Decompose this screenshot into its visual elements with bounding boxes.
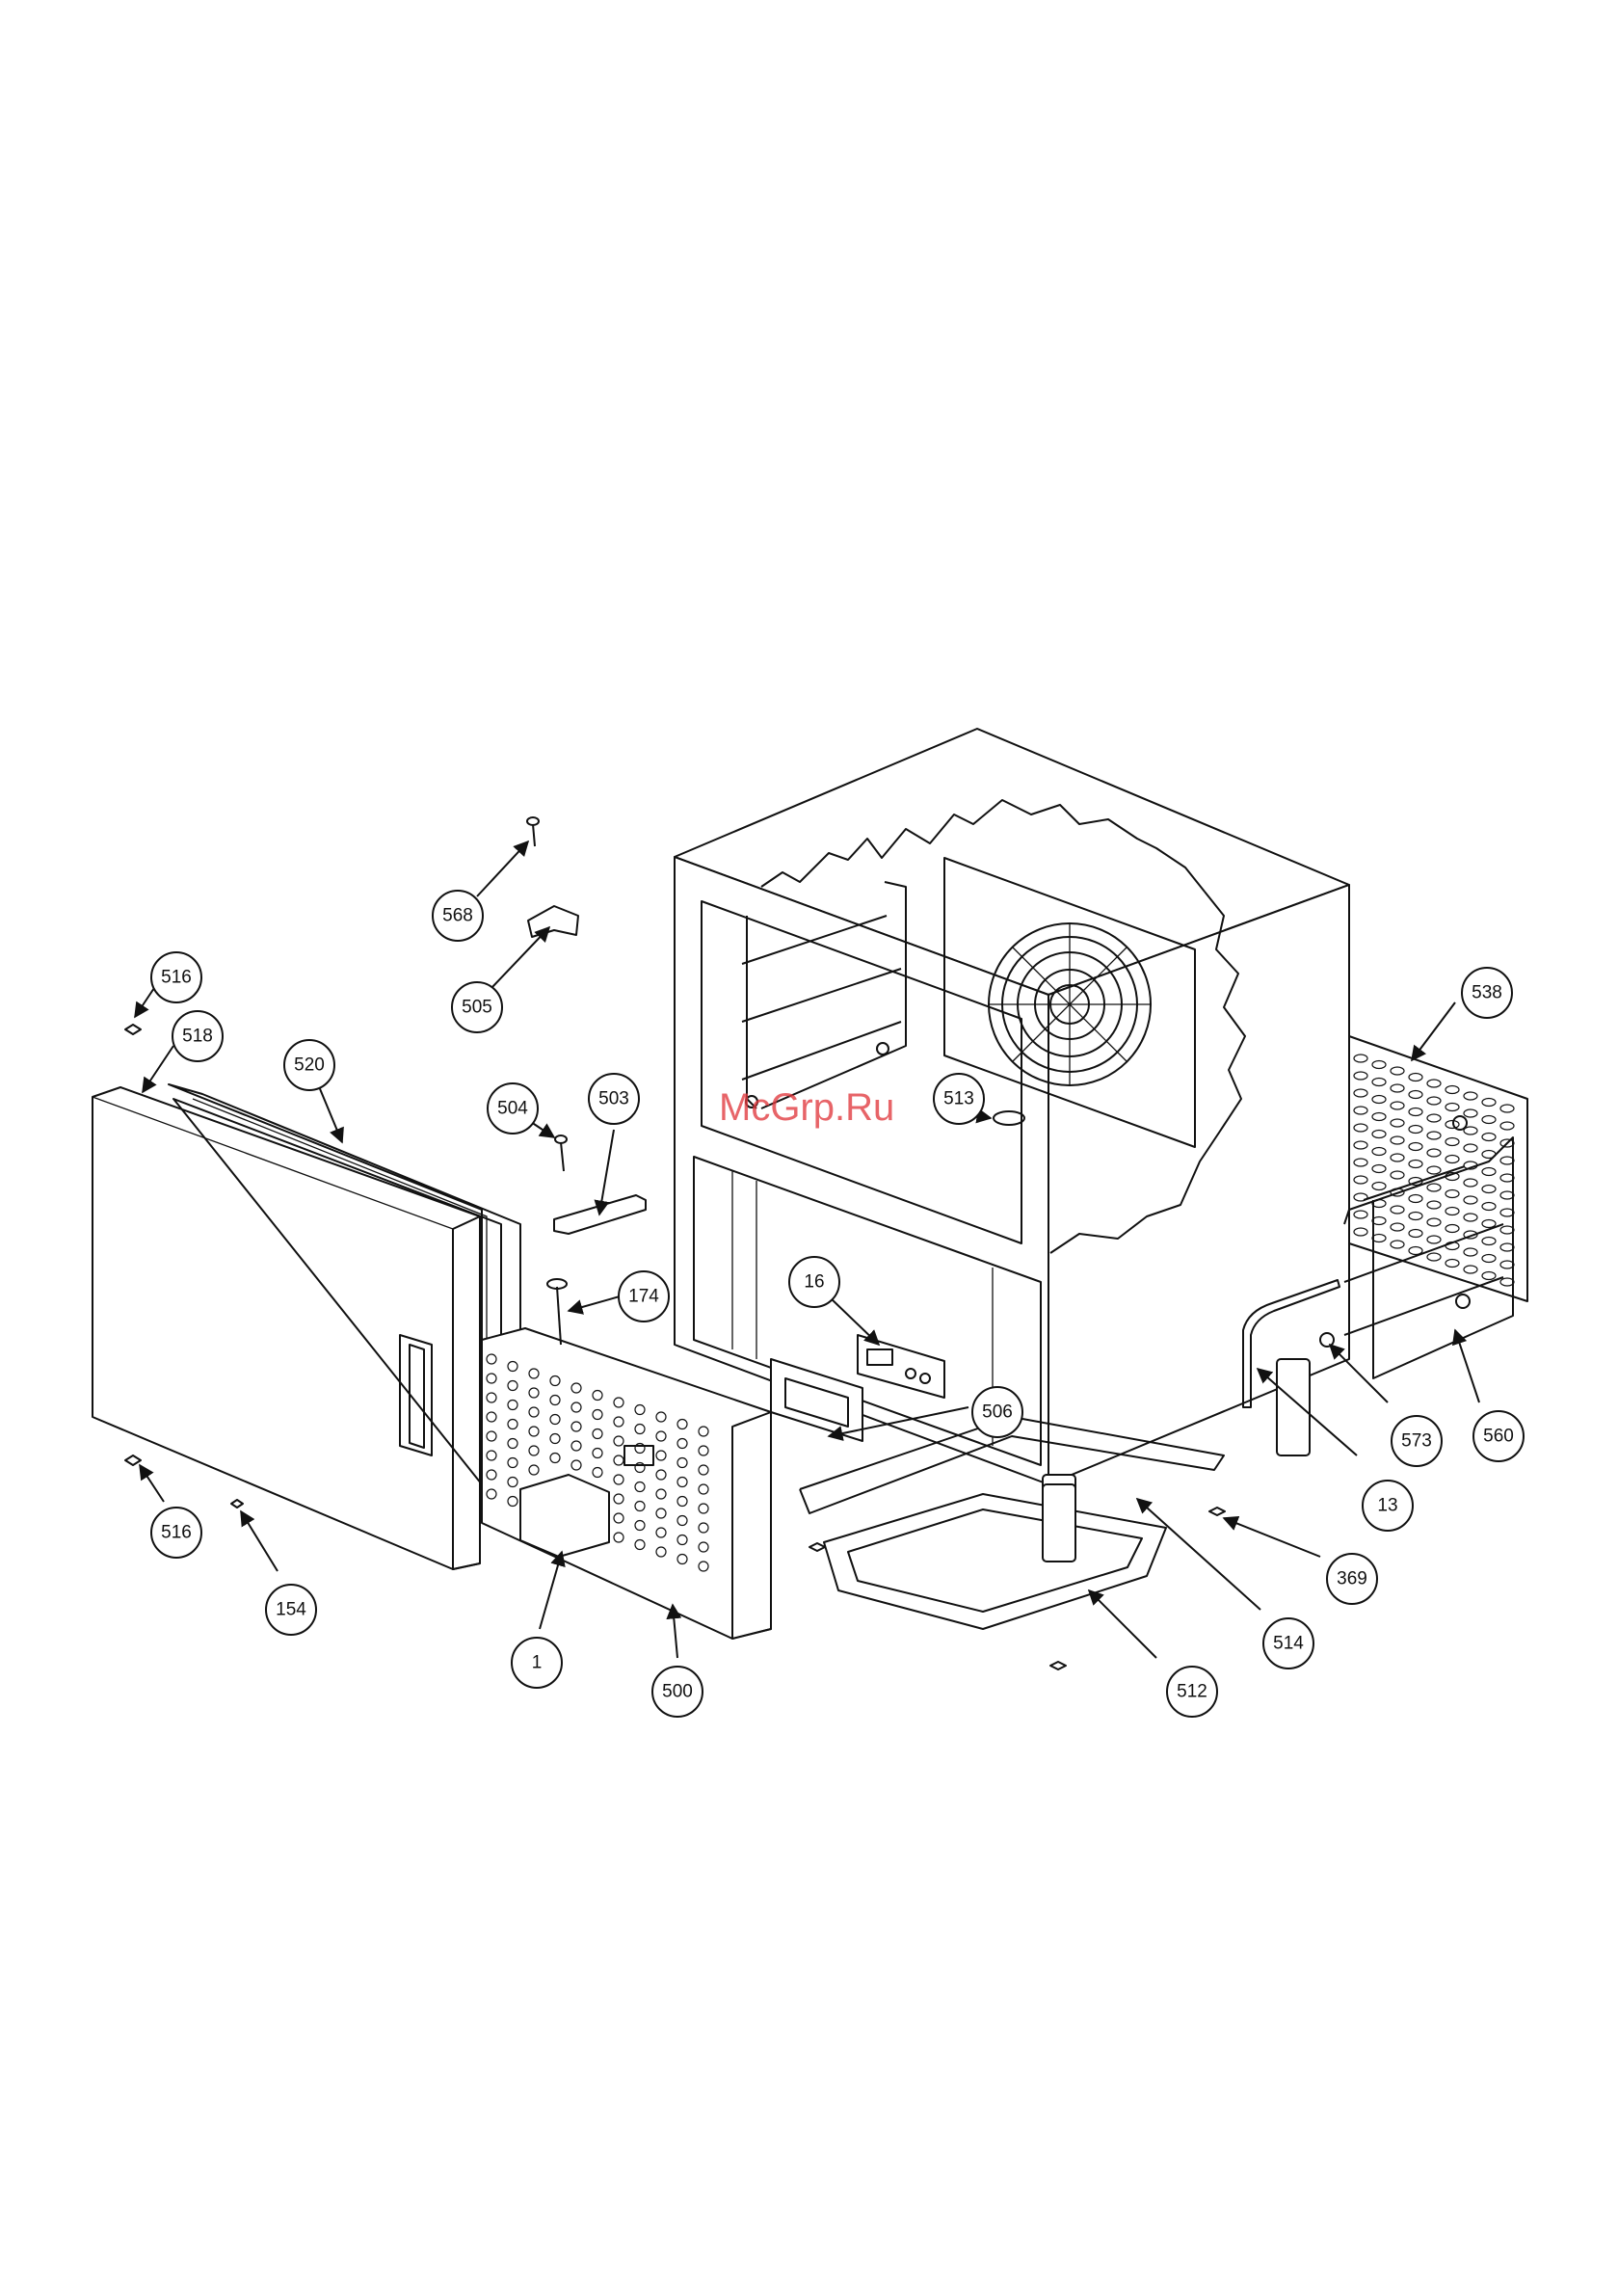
callout-518: 518 bbox=[172, 1011, 223, 1061]
condenser-grille bbox=[1349, 1036, 1527, 1301]
callout-label: 516 bbox=[161, 1523, 192, 1543]
callout-154: 154 bbox=[266, 1585, 316, 1635]
callout-560: 560 bbox=[1473, 1411, 1524, 1461]
callout-label: 518 bbox=[182, 1027, 213, 1047]
callout-label: 506 bbox=[982, 1402, 1013, 1423]
door bbox=[93, 1087, 480, 1569]
callout-16: 16 bbox=[789, 1257, 839, 1307]
callout-504: 504 bbox=[488, 1083, 538, 1134]
callout-568: 568 bbox=[433, 891, 483, 941]
callout-label: 512 bbox=[1177, 1682, 1207, 1702]
callout-506: 506 bbox=[972, 1387, 1022, 1437]
callout-label: 504 bbox=[497, 1099, 528, 1119]
cabinet-body bbox=[675, 729, 1349, 1563]
callout-label: 174 bbox=[628, 1287, 659, 1307]
callout-13: 13 bbox=[1363, 1481, 1413, 1531]
callout-label: 568 bbox=[442, 906, 473, 926]
callout-label: 514 bbox=[1273, 1634, 1304, 1654]
front-grille-panel bbox=[482, 1328, 771, 1639]
callout-516: 516 bbox=[151, 952, 201, 1002]
callout-1: 1 bbox=[512, 1638, 562, 1688]
callout-538: 538 bbox=[1462, 968, 1512, 1018]
pin-174 bbox=[547, 1279, 567, 1345]
callout-label: 16 bbox=[804, 1272, 824, 1293]
callout-512: 512 bbox=[1167, 1667, 1217, 1717]
callout-174: 174 bbox=[619, 1271, 669, 1322]
screw-504 bbox=[555, 1135, 567, 1171]
callout-label: 505 bbox=[462, 998, 492, 1018]
callout-label: 573 bbox=[1401, 1431, 1432, 1452]
callout-369: 369 bbox=[1327, 1554, 1377, 1604]
callout-label: 1 bbox=[532, 1653, 543, 1673]
callout-label: 520 bbox=[294, 1055, 325, 1076]
callout-520: 520 bbox=[284, 1040, 334, 1090]
callout-514: 514 bbox=[1263, 1618, 1313, 1669]
callout-500: 500 bbox=[652, 1667, 703, 1717]
callout-label: 500 bbox=[662, 1682, 693, 1702]
callout-505: 505 bbox=[452, 982, 502, 1032]
drip-tray bbox=[824, 1484, 1166, 1629]
hinge-505 bbox=[528, 906, 578, 937]
callout-label: 13 bbox=[1377, 1496, 1397, 1516]
callout-label: 503 bbox=[598, 1089, 629, 1109]
callout-label: 560 bbox=[1483, 1427, 1514, 1447]
screw-568 bbox=[527, 817, 539, 846]
callout-503: 503 bbox=[589, 1074, 639, 1124]
callout-513: 513 bbox=[934, 1074, 984, 1124]
callout-label: 369 bbox=[1337, 1569, 1367, 1589]
callout-573: 573 bbox=[1392, 1416, 1442, 1466]
callout-516: 516 bbox=[151, 1508, 201, 1558]
watermark: McGrp.Ru bbox=[719, 1086, 894, 1129]
callout-label: 154 bbox=[276, 1600, 306, 1620]
callout-label: 538 bbox=[1472, 983, 1502, 1003]
callout-label: 513 bbox=[943, 1089, 974, 1109]
callout-label: 516 bbox=[161, 968, 192, 988]
